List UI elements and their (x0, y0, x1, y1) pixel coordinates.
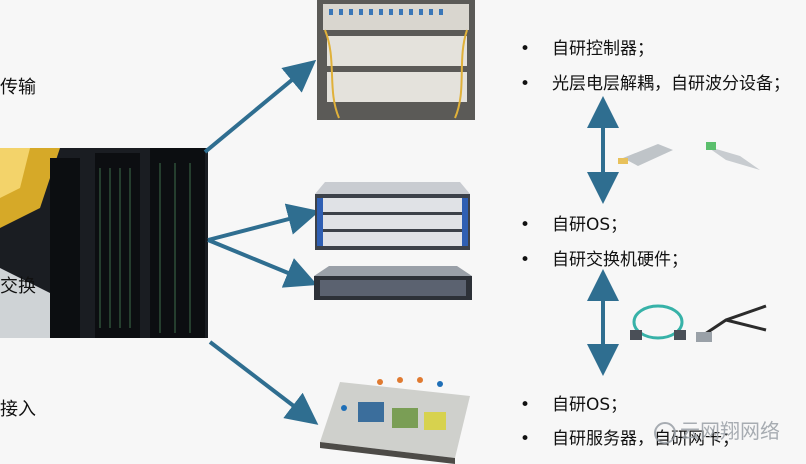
bullet-dot: • (520, 429, 538, 449)
bullet-text: 自研交换机硬件； (552, 250, 688, 270)
dac-cable-image (696, 300, 772, 346)
bullet-text: 自研控制器； (552, 39, 654, 59)
bullet-transport-1: • 自研控制器； (520, 34, 654, 59)
bullet-transport-2: • 光层电层解耦，自研波分设备； (520, 69, 790, 94)
switch-1u-image (314, 266, 472, 302)
bullet-switching-2: • 自研交换机硬件； (520, 245, 688, 270)
optical-module-image-1 (618, 138, 678, 168)
wechat-icon (654, 422, 676, 444)
bullet-switching-1: • 自研OS； (520, 210, 627, 235)
watermark: 云网翔网络 (654, 415, 780, 444)
bullet-access-1: • 自研OS； (520, 390, 627, 415)
server-image (320, 372, 475, 464)
bullet-dot: • (520, 39, 538, 59)
optical-module-image-2 (700, 136, 766, 176)
transport-equipment-image (317, 0, 475, 120)
label-access: 接入 (0, 395, 36, 421)
arrow-transport (205, 65, 310, 152)
label-transport: 传输 (0, 73, 36, 99)
bullet-dot: • (520, 250, 538, 270)
bullet-dot: • (520, 395, 538, 415)
bullet-text: 自研OS； (552, 215, 627, 235)
bullet-dot: • (520, 74, 538, 94)
switch-chassis-image (315, 182, 470, 252)
label-switching: 交换 (0, 272, 36, 298)
arrow-access (210, 342, 312, 420)
bullet-dot: • (520, 215, 538, 235)
arrow-switch-top (208, 213, 312, 240)
watermark-text: 云网翔网络 (680, 419, 780, 443)
aoc-cable-image (626, 300, 690, 346)
arrow-switch-bottom (208, 240, 310, 282)
bullet-text: 光层电层解耦，自研波分设备； (552, 74, 790, 94)
bullet-text: 自研OS； (552, 395, 627, 415)
